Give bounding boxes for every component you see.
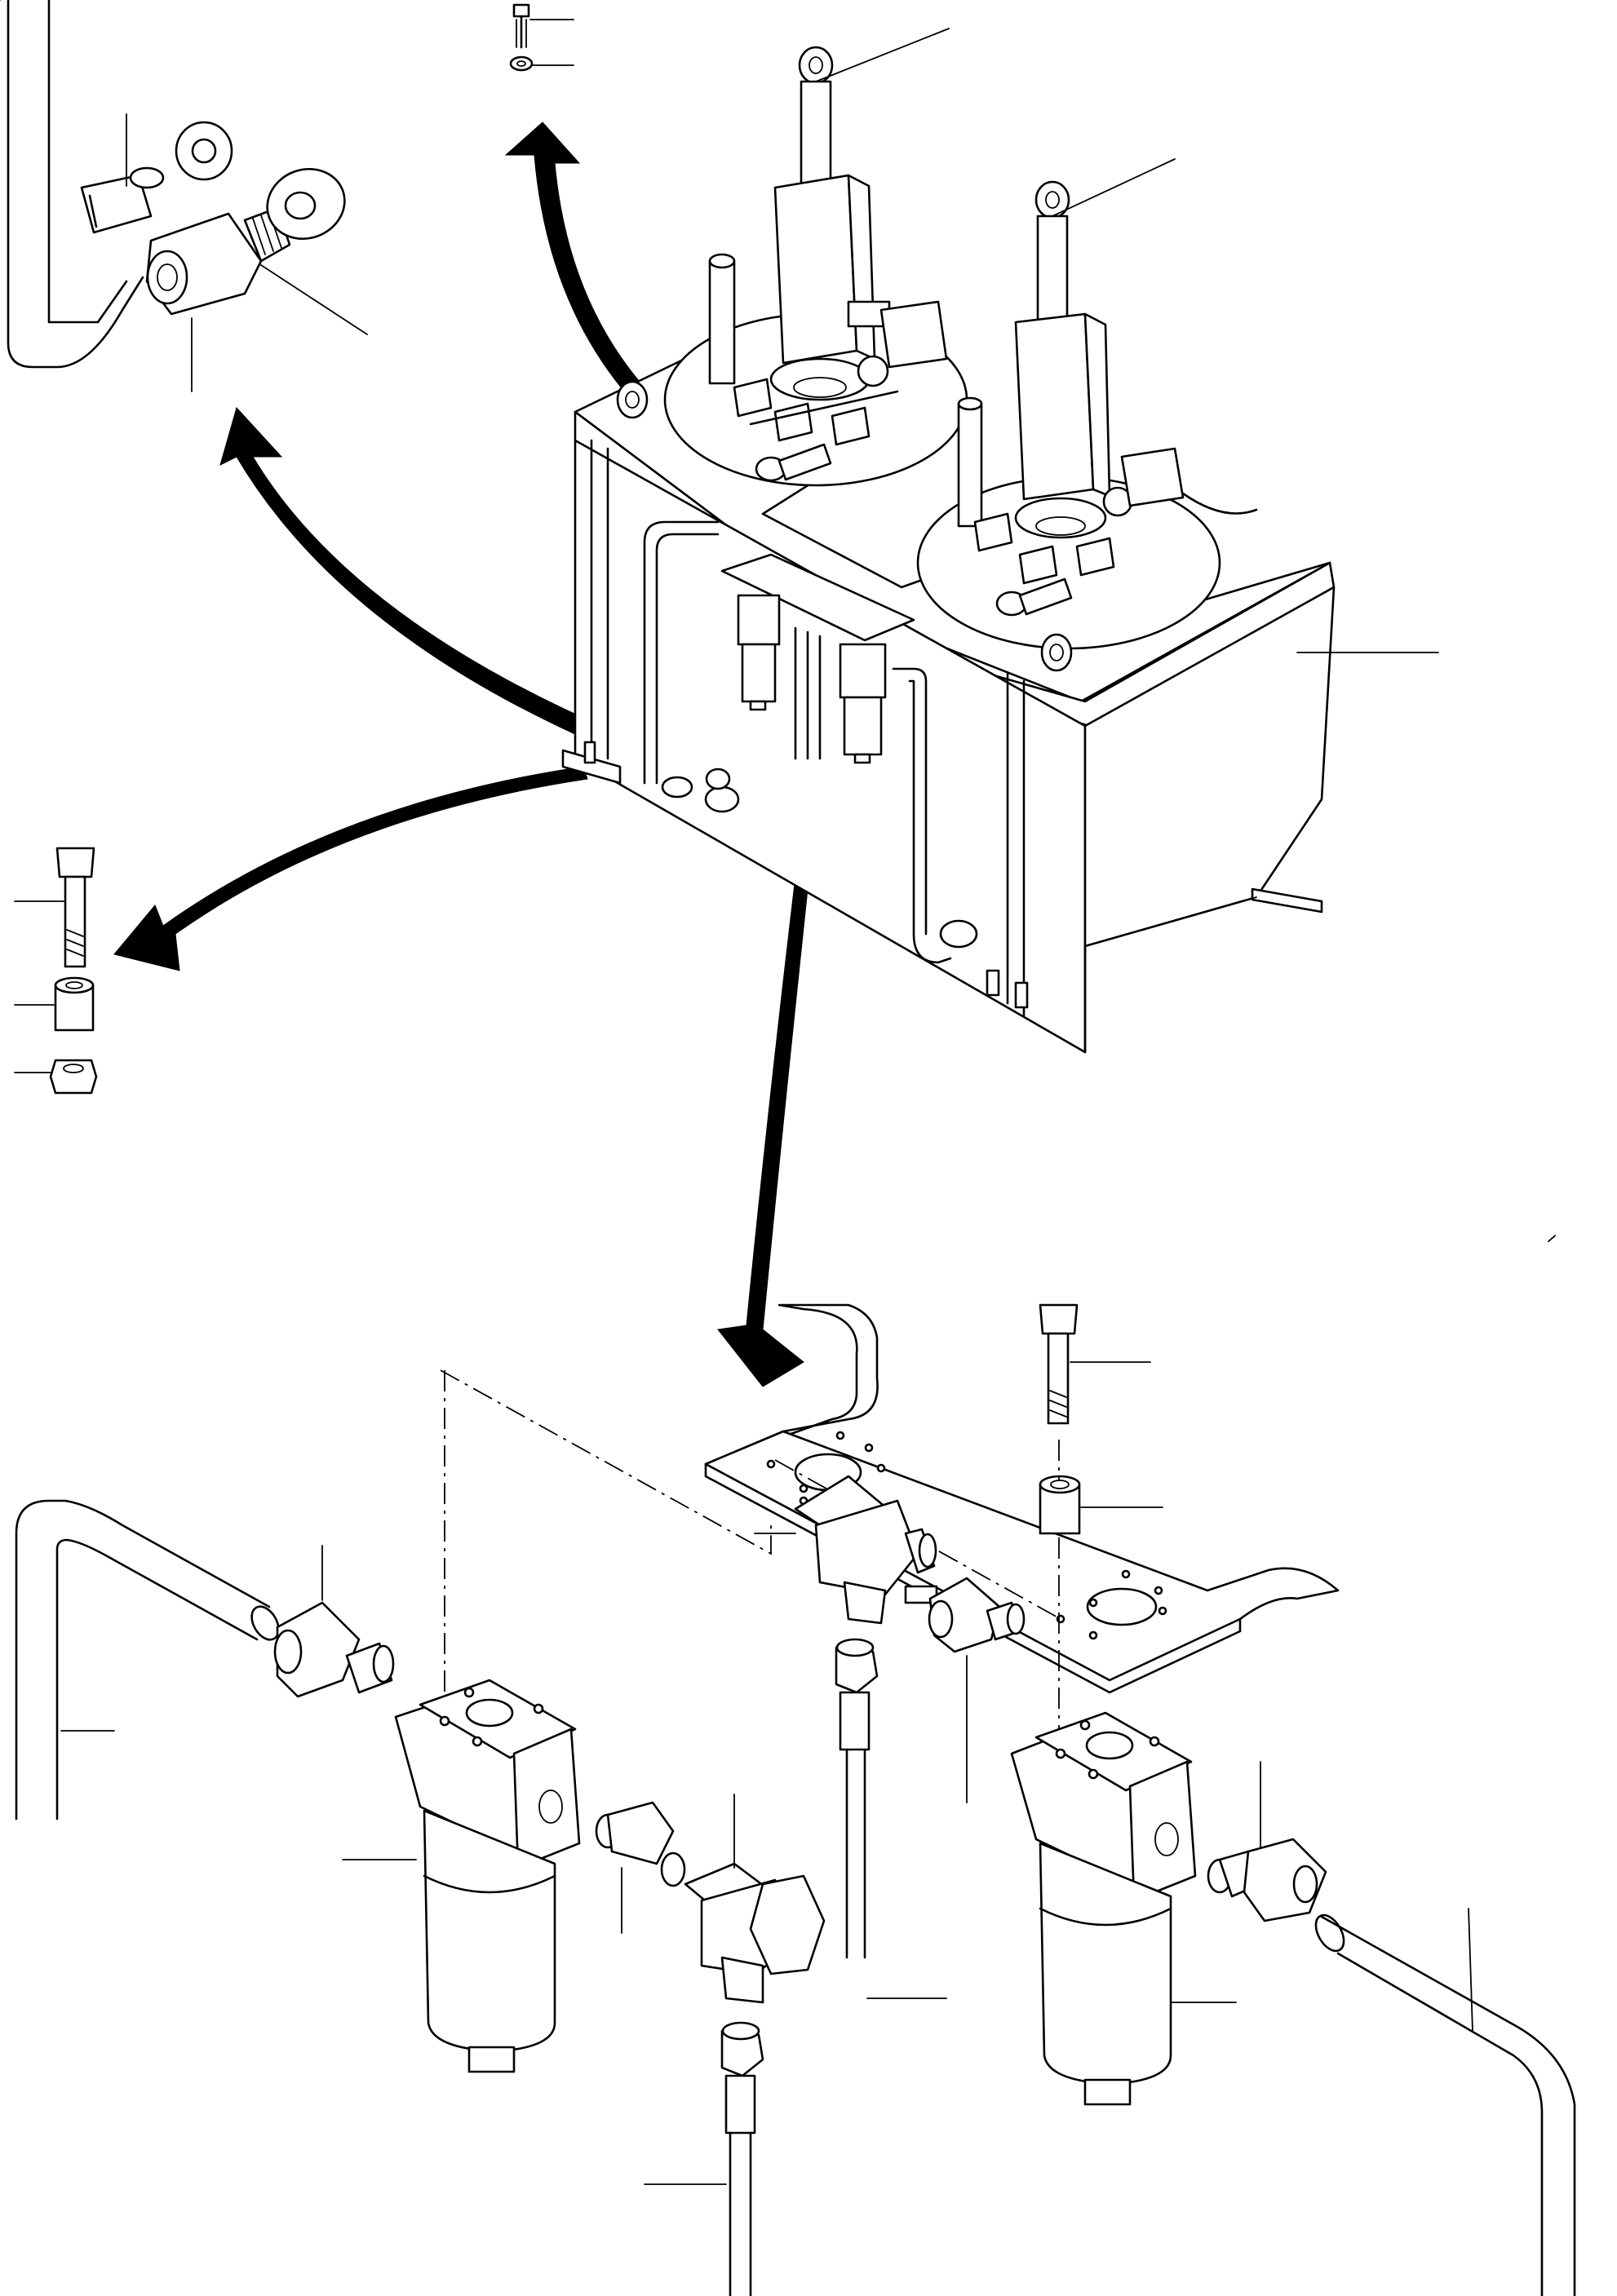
arrow-icon: [113, 766, 588, 971]
screw-icon: [1039, 1303, 1079, 1425]
tank-assembly: [561, 28, 1439, 1054]
cylinder-icon: [957, 180, 1258, 539]
leader-line: [260, 264, 368, 335]
pipe-left: [15, 1499, 280, 1820]
tank-icon: [561, 349, 1336, 1054]
fitting-icon: [1207, 1761, 1327, 1922]
lifting-eye-icon: [616, 380, 649, 419]
screw-icon: [55, 847, 95, 968]
top-left-detail: [0, 0, 368, 392]
elbow-fitting-icon: [684, 1794, 826, 2004]
leader-line: [1468, 1908, 1473, 2032]
fitting-icon: [145, 206, 291, 316]
fitting-icon: [995, 577, 1073, 617]
top-screw-group: [509, 3, 574, 72]
screw-icon: [512, 3, 530, 49]
bracket-bolt-group: [1039, 1303, 1163, 1754]
arrow-to-top-left: [219, 122, 702, 751]
nut-icon: [49, 1059, 98, 1095]
tube-nut-icon: [835, 1638, 947, 1999]
washer-icon: [175, 121, 233, 181]
arrow-icon: [717, 774, 821, 1387]
arrow-to-filter-assembly: [717, 774, 821, 1387]
spacer-icon: [54, 976, 95, 1032]
valve-cluster-right: [973, 512, 1115, 617]
washer-icon: [509, 55, 534, 72]
filter-icon: [839, 643, 887, 764]
filter-icon: [1010, 1711, 1237, 2106]
fitting-icon: [755, 443, 832, 482]
arrow-to-bolt: [113, 766, 588, 971]
fitting-icon: [661, 768, 740, 813]
cylinder-icon: [708, 46, 948, 401]
fitting-icon: [939, 919, 978, 949]
arrow-icon: [504, 122, 702, 458]
lifting-eye-icon: [1040, 633, 1073, 672]
pipe-right: [1314, 1908, 1576, 2296]
filter-assembly: [15, 1303, 1576, 2296]
filter-icon: [737, 594, 781, 711]
left-bolt-group: [14, 847, 98, 1095]
valve-cluster-left: [733, 378, 899, 482]
leader-line: [1052, 158, 1176, 217]
leader-line: [815, 28, 950, 82]
pipe-bend: [7, 0, 144, 369]
tube-nut-icon: [644, 2021, 764, 2296]
stray-mark: [1548, 1235, 1556, 1242]
filter-icon: [342, 1679, 581, 2073]
elbow-fitting-icon: [754, 1475, 937, 1625]
tank-piping: [583, 520, 1029, 1009]
filter-block: [720, 553, 915, 764]
spacer-icon: [1039, 1475, 1081, 1535]
fitting-icon: [928, 1577, 1026, 1803]
fitting-icon: [595, 1801, 686, 1934]
fitting-icon: [273, 1545, 395, 1698]
plug-icon: [80, 166, 165, 234]
arrow-icon: [219, 407, 621, 751]
washer-icon: [266, 167, 346, 241]
